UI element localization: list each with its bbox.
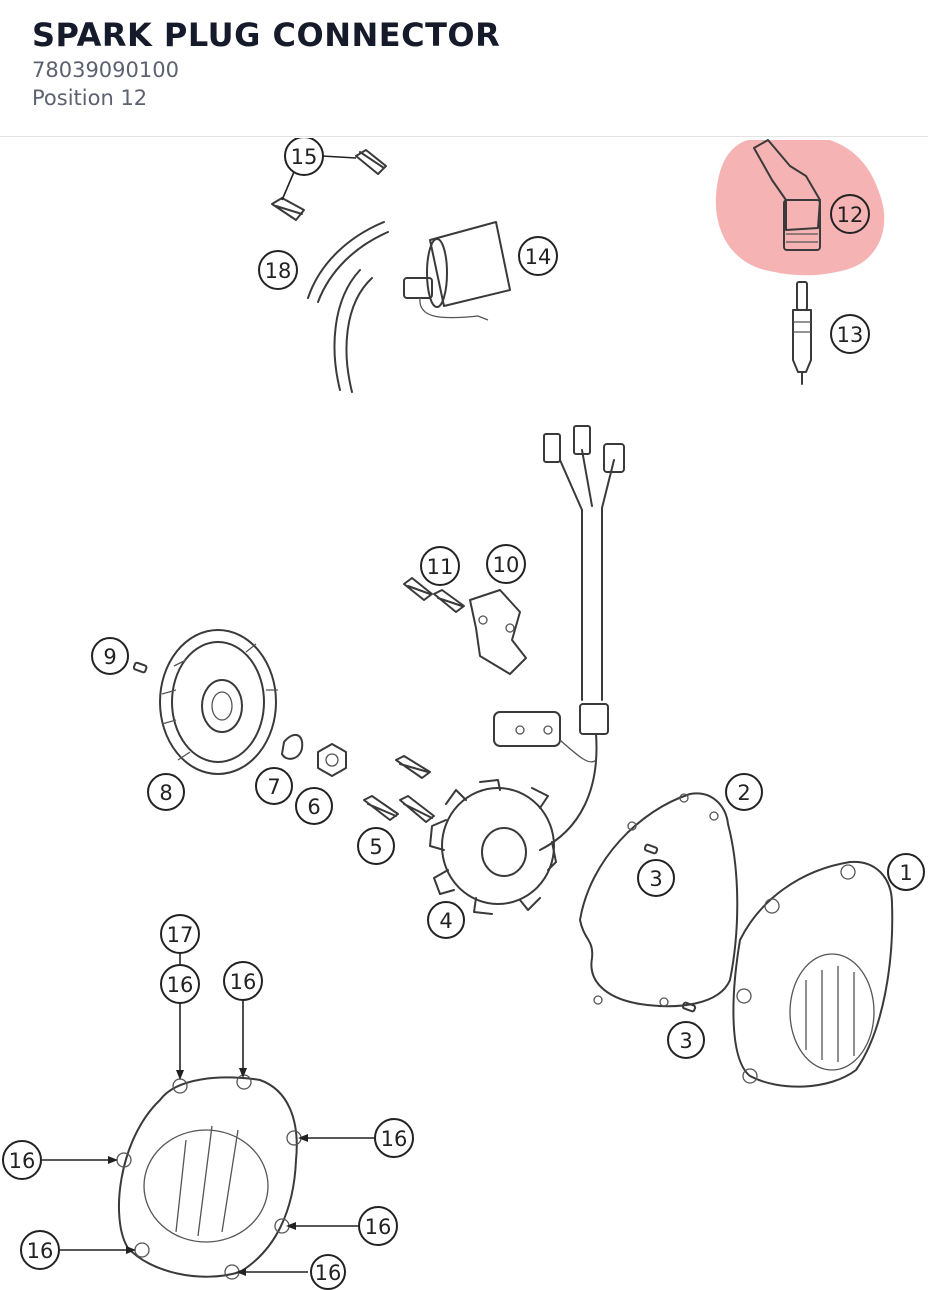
callout-2[interactable]: 2 [725, 773, 763, 811]
callout-9[interactable]: 9 [91, 637, 129, 675]
diagram-svg: 1 2 3 3 4 5 6 7 8 9 10 11 12 13 14 15 18… [2, 138, 925, 1290]
callout-13[interactable]: 13 [830, 314, 870, 354]
callout-16-b[interactable]: 16 [223, 961, 263, 1001]
callout-16-f[interactable]: 16 [358, 1206, 398, 1246]
callout-16-c[interactable]: 16 [2, 1140, 42, 1180]
part-3-dowel-upper[interactable] [643, 843, 659, 855]
svg-text:7: 7 [267, 775, 280, 799]
callout-17[interactable]: 17 [160, 914, 200, 954]
callout-14[interactable]: 14 [518, 236, 558, 276]
callout-6[interactable]: 6 [295, 787, 333, 825]
svg-text:17: 17 [167, 923, 194, 947]
svg-text:8: 8 [159, 781, 172, 805]
svg-text:16: 16 [365, 1215, 392, 1239]
part-5-screws[interactable] [363, 755, 435, 823]
part-title: SPARK PLUG CONNECTOR [32, 16, 501, 54]
svg-text:16: 16 [315, 1261, 342, 1285]
callout-7[interactable]: 7 [255, 767, 293, 805]
svg-text:2: 2 [737, 781, 750, 805]
callout-16-e[interactable]: 16 [374, 1118, 414, 1158]
svg-text:4: 4 [439, 909, 452, 933]
svg-text:16: 16 [9, 1149, 36, 1173]
callout-15[interactable]: 15 [284, 138, 324, 176]
part-12-spark-plug-connector[interactable] [753, 139, 821, 251]
svg-text:14: 14 [525, 245, 552, 269]
svg-text:16: 16 [381, 1127, 408, 1151]
svg-text:5: 5 [369, 835, 382, 859]
part-8-flywheel[interactable] [159, 629, 278, 775]
lower-ignition-cover[interactable] [116, 1074, 302, 1280]
part-9-key[interactable] [132, 661, 148, 674]
part-number: 78039090100 [32, 58, 179, 82]
callout-10[interactable]: 10 [486, 544, 526, 584]
stator-cable-harness[interactable] [539, 425, 625, 851]
svg-text:6: 6 [307, 795, 320, 819]
part-header: SPARK PLUG CONNECTOR 78039090100 Positio… [0, 0, 928, 137]
callout-5[interactable]: 5 [357, 827, 395, 865]
callout-18[interactable]: 18 [258, 250, 298, 290]
svg-text:11: 11 [427, 555, 454, 579]
callout-12[interactable]: 12 [830, 194, 870, 234]
svg-text:15: 15 [291, 145, 318, 169]
part-14-ignition-coil[interactable] [403, 221, 511, 321]
part-13-spark-plug[interactable] [792, 281, 812, 385]
callout-3-upper[interactable]: 3 [637, 859, 675, 897]
svg-text:3: 3 [649, 867, 662, 891]
svg-text:1: 1 [899, 861, 912, 885]
svg-text:10: 10 [493, 553, 520, 577]
callout-16-g[interactable]: 16 [310, 1254, 346, 1290]
svg-text:13: 13 [837, 323, 864, 347]
part-15-bolts[interactable] [271, 149, 387, 221]
part-10-bracket[interactable] [469, 589, 527, 675]
part-11-screws[interactable] [403, 577, 465, 613]
callout-3-lower[interactable]: 3 [667, 1021, 705, 1059]
callout-8[interactable]: 8 [147, 773, 185, 811]
callout-16-a[interactable]: 16 [160, 964, 200, 1004]
leader-lines [42, 155, 374, 1276]
callout-1[interactable]: 1 [887, 853, 925, 891]
highlight-region [715, 140, 885, 276]
part-7-washer[interactable] [281, 733, 304, 760]
part-2-gasket[interactable] [579, 792, 739, 1008]
callout-11[interactable]: 11 [420, 546, 460, 586]
part-6-nut[interactable] [317, 743, 347, 777]
svg-text:3: 3 [679, 1029, 692, 1053]
svg-text:18: 18 [265, 259, 292, 283]
part-4-stator[interactable] [429, 779, 557, 915]
part-3-dowel-lower[interactable] [681, 1001, 697, 1013]
callout-4[interactable]: 4 [427, 901, 465, 939]
svg-text:16: 16 [27, 1239, 54, 1263]
svg-text:16: 16 [167, 973, 194, 997]
callout-16-d[interactable]: 16 [20, 1230, 60, 1270]
svg-text:12: 12 [837, 203, 864, 227]
svg-text:9: 9 [103, 645, 116, 669]
part-18-hose[interactable] [307, 221, 389, 393]
part-position: Position 12 [32, 86, 148, 110]
part-1-ignition-cover[interactable] [732, 860, 894, 1088]
exploded-parts-diagram: 1 2 3 3 4 5 6 7 8 9 10 11 12 13 14 15 18… [0, 138, 928, 1290]
svg-text:16: 16 [230, 970, 257, 994]
pickup-sensor[interactable] [493, 711, 597, 763]
